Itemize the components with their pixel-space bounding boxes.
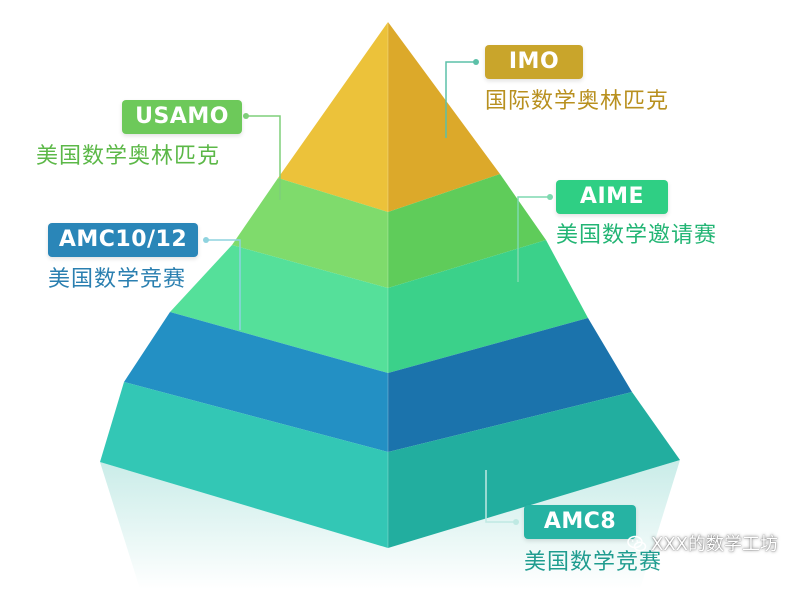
badge-amc1012: AMC10/12: [48, 223, 198, 257]
tier-aime-left: [170, 245, 388, 373]
connector-amc8: [485, 470, 519, 525]
wechat-icon: [627, 535, 647, 552]
subtitle-amc8: 美国数学竞赛: [524, 550, 663, 575]
connector-amc1012: [203, 237, 241, 330]
tier-usamo-right: [388, 174, 546, 288]
subtitle-aime: 美国数学邀请赛: [556, 223, 718, 248]
watermark-text: XXX的数学工坊: [651, 534, 778, 555]
connector-usamo: [243, 113, 281, 200]
badge-amc8: AMC8: [524, 505, 636, 539]
badge-aime: AIME: [556, 180, 668, 214]
subtitle-amc1012: 美国数学竞赛: [48, 267, 187, 292]
tier-amc1012-right: [388, 318, 632, 452]
badge-imo: IMO: [485, 45, 583, 79]
badge-usamo: USAMO: [122, 100, 242, 134]
connector-aime: [517, 194, 553, 282]
tier-usamo-left: [232, 178, 388, 288]
connector-imo: [445, 59, 479, 138]
subtitle-usamo: 美国数学奥林匹克: [36, 144, 221, 169]
subtitle-imo: 国际数学奥林匹克: [485, 89, 670, 114]
tier-amc8-right: [388, 392, 680, 548]
tier-imo-right: [388, 22, 500, 212]
watermark: XXX的数学工坊: [627, 533, 778, 557]
tier-imo-left: [278, 22, 388, 212]
tier-aime-right: [388, 240, 588, 373]
tier-amc8-left: [100, 382, 388, 548]
pyramid-reflection: [100, 460, 680, 589]
tier-amc1012-left: [124, 312, 388, 452]
